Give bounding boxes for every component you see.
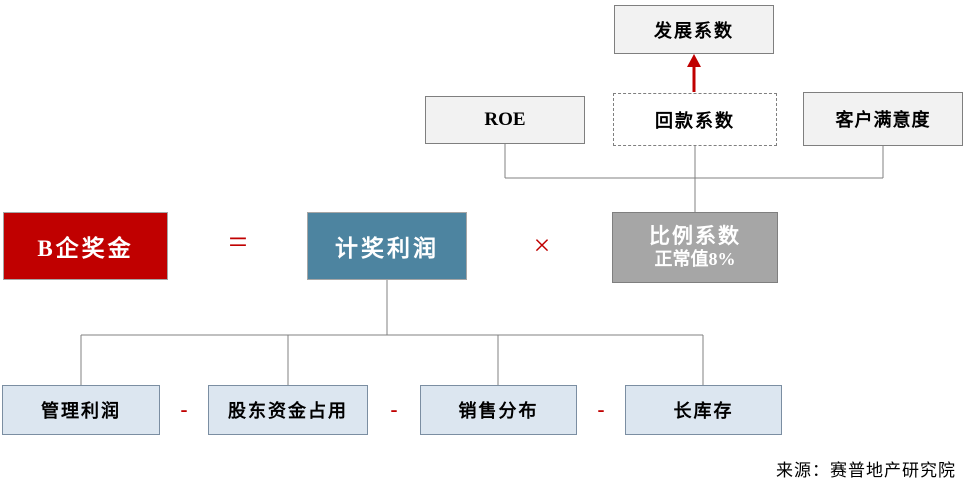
sales-distribution-box: 销售分布	[420, 385, 577, 435]
long-inventory-box: 长库存	[625, 385, 782, 435]
equals-sign: =	[228, 224, 248, 261]
management-profit-box: 管理利润	[2, 385, 160, 435]
collection-coefficient-box: 回款系数	[613, 93, 777, 146]
ratio-coefficient-title: 比例系数	[649, 224, 741, 249]
bonus-box: B企奖金	[3, 212, 168, 280]
development-coefficient-box: 发展系数	[614, 5, 774, 54]
ratio-coefficient-normal-value: 正常值8%	[654, 249, 736, 270]
up-arrow	[687, 54, 701, 92]
award-profit-box: 计奖利润	[307, 212, 467, 280]
minus-sign-1: -	[180, 397, 188, 421]
minus-sign-3: -	[597, 397, 605, 421]
source-note: 来源：赛普地产研究院	[776, 461, 956, 480]
multiply-sign: ×	[533, 229, 551, 262]
roe-box: ROE	[425, 96, 585, 144]
minus-sign-2: -	[390, 397, 398, 421]
ratio-coefficient-box: 比例系数 正常值8%	[612, 212, 778, 283]
shareholder-funds-box: 股东资金占用	[208, 385, 368, 435]
up-arrow-head	[687, 54, 701, 67]
customer-satisfaction-box: 客户满意度	[803, 92, 963, 146]
